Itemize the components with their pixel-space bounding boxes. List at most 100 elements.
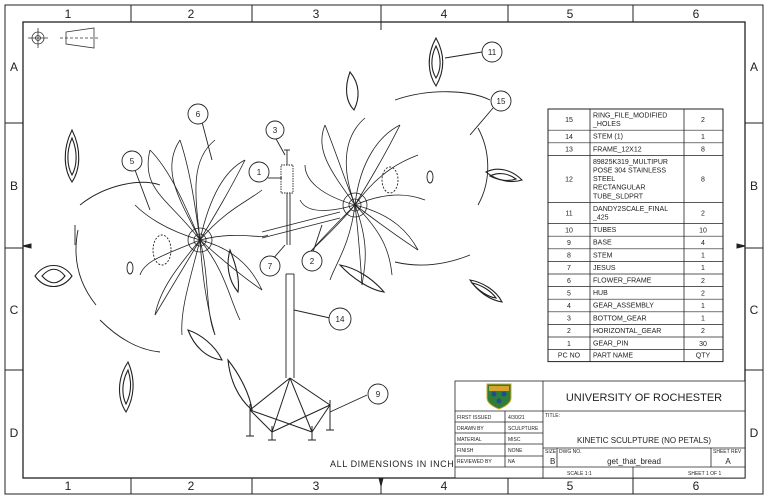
svg-text:2: 2 (310, 257, 315, 266)
bom-pc-no: 13 (565, 147, 573, 154)
column-label-1: 1 (65, 7, 72, 21)
base-frame (246, 377, 334, 441)
balloon-11: 11 (481, 41, 503, 63)
title-block-reviewed-by-value: NA (508, 459, 516, 465)
balloon-15: 15 (490, 90, 512, 112)
bom-qty: 30 (699, 341, 707, 348)
bom-qty: 2 (701, 211, 705, 218)
bom-pc-no: 4 (567, 303, 571, 310)
bom-part-name: BOTTOM_GEAR (593, 315, 647, 322)
title-block-material-label: MATERIAL (457, 437, 482, 443)
bom-part-name: BASE (593, 240, 612, 247)
svg-text:5: 5 (130, 157, 135, 166)
bom-header-cell: PART NAME (593, 353, 633, 360)
row-label-b: B (10, 179, 18, 193)
row-label-d: D (10, 426, 19, 440)
bom-header-cell: QTY (696, 353, 711, 360)
size-label: SIZE (545, 449, 557, 455)
column-label-2: 2 (188, 7, 195, 21)
bom-part-name: 89825K319_MULTIPUR (593, 159, 668, 166)
row-label-d-right: D (750, 426, 759, 440)
bom-pc-no: 9 (567, 240, 571, 247)
projection-symbol-icon (28, 27, 98, 49)
bom-pc-no: 12 (565, 176, 573, 183)
sheet-rev-value: A (725, 457, 731, 466)
row-label-a: A (10, 60, 18, 74)
sheet-count-text: SHEET 1 OF 1 (688, 471, 721, 477)
column-label-2-bottom: 2 (188, 479, 195, 493)
row-label-a-right: A (750, 60, 758, 74)
left-petals (34, 128, 253, 414)
main-shaft (261, 211, 341, 233)
bom-part-name: DANDY2SCALE_FINAL (593, 206, 668, 213)
svg-text:1: 1 (257, 168, 262, 177)
bom-part-name: _425 (592, 215, 609, 222)
kinetic-sculpture-assembly (34, 36, 524, 441)
university-seal-logo (486, 383, 512, 410)
column-label-3-bottom: 3 (313, 479, 320, 493)
bom-pc-no: 1 (567, 341, 571, 348)
svg-text:7: 7 (268, 262, 273, 271)
bom-part-name: POSE 304 STAINLESS (593, 168, 666, 175)
balloon-3: 3 (265, 120, 285, 140)
balloon-14: 14 (328, 307, 352, 331)
bom-part-name: TUBE_SLDPRT (593, 193, 644, 200)
svg-text:11: 11 (488, 48, 497, 57)
column-label-3: 3 (313, 7, 320, 21)
bom-part-name: STEM (593, 252, 613, 259)
gear-assembly (280, 164, 294, 194)
column-label-4-bottom: 4 (441, 479, 448, 493)
bom-pc-no: 3 (567, 316, 571, 323)
dimensions-note: ALL DIMENSIONS IN INCHES (330, 459, 468, 469)
bom-row: 15 RING_FILE_MODIFIED_HOLES 2 (565, 113, 705, 129)
balloon-7: 7 (259, 255, 281, 277)
balloon-2: 2 (301, 250, 323, 272)
bom-row: 12 89825K319_MULTIPUR POSE 304 STAINLESSST… (565, 159, 705, 200)
bom-qty: 1 (701, 253, 705, 260)
bom-pc-no: 6 (567, 278, 571, 285)
left-flower-frame (134, 139, 269, 336)
bom-pc-no: 8 (567, 253, 571, 260)
bom-part-name: STEM (1) (593, 134, 623, 141)
bom-part-name: HUB (593, 290, 608, 297)
bom-qty: 2 (701, 278, 705, 285)
left-ring-arc-top (79, 182, 161, 206)
bom-row: 8 STEM 1 (567, 252, 705, 259)
title-block-finish-label: FINISH (457, 448, 474, 454)
bom-pc-no: 5 (567, 290, 571, 297)
right-ring-arc-right (477, 127, 489, 206)
bom-part-name: _HOLES (592, 121, 621, 128)
scale-text: SCALE 1:1 (567, 471, 592, 477)
svg-text:6: 6 (196, 110, 201, 119)
bom-qty: 2 (701, 117, 705, 124)
drawing-number-value: get_that_bread (607, 457, 661, 466)
bom-qty: 1 (701, 265, 705, 272)
column-label-5: 5 (567, 7, 574, 21)
sheet-size-value: B (550, 457, 555, 466)
right-ring-arc-bottom (394, 254, 471, 266)
bom-part-name: STEEL (593, 176, 615, 183)
row-label-b-right: B (750, 179, 758, 193)
bom-pc-no: 15 (565, 117, 573, 124)
title-block-finish-value: NONE (508, 448, 523, 454)
title-block-drawn-by-value: SCULPTURE (508, 426, 539, 432)
balloon-6: 6 (187, 103, 209, 125)
svg-text:15: 15 (497, 97, 506, 106)
balloon-1: 1 (248, 161, 270, 183)
university-name: UNIVERSITY OF ROCHESTER (566, 392, 722, 404)
column-label-6: 6 (693, 7, 700, 21)
bom-part-name: GEAR_ASSEMBLY (593, 303, 654, 310)
bom-part-name: RING_FILE_MODIFIED (593, 113, 667, 120)
title-block-reviewed-by-label: REVIEWED BY (457, 459, 492, 465)
left-ring-arc-left (75, 229, 97, 306)
balloon-callouts: 11 15 6 3 5 1 7 2 14 9 (121, 41, 512, 413)
